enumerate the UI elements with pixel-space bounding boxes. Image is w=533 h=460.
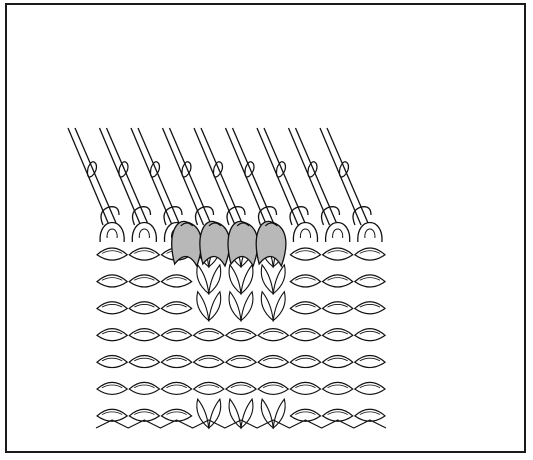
purl-stitch xyxy=(258,329,288,341)
purl-stitch xyxy=(226,382,256,394)
knit-stitch-right-leg xyxy=(209,265,221,294)
needle xyxy=(100,128,151,225)
knit-stitch-right-leg xyxy=(273,265,285,294)
purl-stitch xyxy=(129,382,159,394)
purl-stitch xyxy=(355,329,385,341)
needle-shaft-line xyxy=(75,128,116,223)
purl-stitch xyxy=(194,382,224,394)
purl-stitch xyxy=(97,329,127,341)
knitting-needles xyxy=(68,128,371,225)
knit-stitch-left-leg xyxy=(261,292,273,321)
purl-stitch xyxy=(129,329,159,341)
purl-stitch xyxy=(323,248,353,260)
needle-loop xyxy=(293,223,317,243)
needle-shaft-line xyxy=(138,128,179,223)
knit-stitch-left-leg xyxy=(261,399,273,428)
needle-shaft-line xyxy=(264,128,305,223)
purl-stitch xyxy=(323,302,353,314)
purl-stitch xyxy=(97,355,127,367)
knit-stitch-left-leg xyxy=(197,292,209,321)
needle xyxy=(226,128,277,225)
knit-stitch-left-leg xyxy=(261,265,273,294)
purl-stitch xyxy=(290,382,320,394)
purl-stitch xyxy=(323,329,353,341)
needle-shaft-line xyxy=(327,128,368,223)
needle-loop xyxy=(358,223,382,243)
purl-stitch xyxy=(161,382,191,394)
needle xyxy=(194,128,245,225)
needle-shaft-line xyxy=(201,128,242,223)
purl-stitch xyxy=(226,355,256,367)
purl-stitch xyxy=(97,382,127,394)
needle xyxy=(257,128,308,225)
needle xyxy=(289,128,340,225)
knit-stitch-left-leg xyxy=(229,292,241,321)
purl-stitch xyxy=(355,302,385,314)
purl-stitch xyxy=(290,329,320,341)
needle xyxy=(131,128,182,225)
purl-stitch xyxy=(355,355,385,367)
needle-shaft-line xyxy=(233,128,274,223)
knit-stitch-right-leg xyxy=(241,265,253,294)
purl-stitch xyxy=(323,382,353,394)
purl-stitch xyxy=(323,355,353,367)
purl-stitch xyxy=(97,248,127,260)
purl-stitch xyxy=(258,355,288,367)
highlighted-loop xyxy=(172,221,202,266)
purl-stitch xyxy=(226,329,256,341)
purl-stitch xyxy=(290,275,320,287)
purl-stitch xyxy=(161,275,191,287)
needle-loop xyxy=(326,223,350,243)
knit-stitch-right-leg xyxy=(241,399,253,428)
knit-stitch-right-leg xyxy=(209,292,221,321)
purl-stitch xyxy=(161,355,191,367)
needle-loop xyxy=(100,223,124,243)
purl-stitch xyxy=(194,329,224,341)
purl-stitch xyxy=(97,302,127,314)
purl-stitch xyxy=(161,329,191,341)
needle xyxy=(68,128,119,225)
knit-stitch-right-leg xyxy=(241,292,253,321)
knit-stitch-right-leg xyxy=(273,399,285,428)
needle-shaft-line xyxy=(107,128,148,223)
purl-stitch xyxy=(290,355,320,367)
purl-stitch xyxy=(355,248,385,260)
knit-stitch-left-leg xyxy=(229,265,241,294)
needle-shaft-line xyxy=(170,128,211,223)
purl-stitch xyxy=(355,275,385,287)
knit-stitch-right-leg xyxy=(209,399,221,428)
knitted-fabric xyxy=(96,238,386,428)
needle-loop xyxy=(132,223,156,243)
purl-stitch xyxy=(355,382,385,394)
purl-stitch xyxy=(129,275,159,287)
knit-stitch-left-leg xyxy=(197,399,209,428)
purl-stitch xyxy=(290,302,320,314)
purl-stitch xyxy=(258,382,288,394)
purl-stitch xyxy=(161,302,191,314)
purl-stitch xyxy=(290,248,320,260)
needle xyxy=(163,128,214,225)
purl-stitch xyxy=(323,275,353,287)
knit-stitch-left-leg xyxy=(197,265,209,294)
purl-stitch xyxy=(129,302,159,314)
needle-shaft-line xyxy=(296,128,337,223)
knit-stitch-left-leg xyxy=(229,399,241,428)
purl-stitch xyxy=(129,248,159,260)
needle xyxy=(320,128,371,225)
purl-stitch xyxy=(97,275,127,287)
knit-stitch-right-leg xyxy=(273,292,285,321)
purl-stitch xyxy=(194,355,224,367)
purl-stitch xyxy=(129,355,159,367)
